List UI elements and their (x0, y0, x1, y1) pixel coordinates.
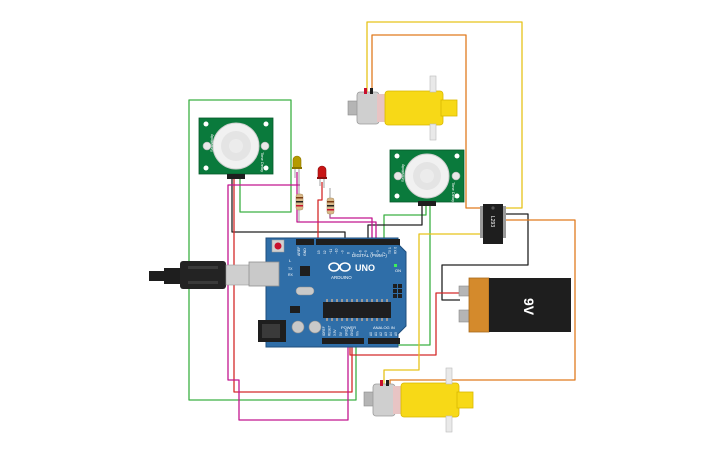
rx-label: RX (288, 273, 294, 277)
analog-header[interactable] (368, 338, 400, 344)
crystal (295, 286, 315, 296)
pin-label: 8 (347, 252, 351, 254)
wire-black-left-pir[interactable] (231, 178, 346, 240)
pin-label: 2 (382, 252, 386, 254)
pin-label: 13 (317, 250, 321, 254)
pin-label: GND (344, 328, 348, 336)
wire-black-right-pir[interactable] (367, 205, 423, 240)
digital-label: DIGITAL (PWM~) (352, 253, 387, 258)
led-red[interactable] (317, 165, 327, 188)
pin-label: A3 (384, 332, 388, 336)
gnd-label: GND (303, 248, 307, 256)
pin-label: IOREF (322, 326, 326, 336)
wire-red-battery[interactable] (349, 292, 460, 356)
analog-label: ANALOG IN (373, 325, 395, 330)
pin-label: Vin (356, 331, 360, 336)
motor-driver-chip[interactable]: L293 (480, 204, 506, 244)
pin-label: 7 (352, 252, 356, 254)
pin-label: A2 (379, 332, 383, 336)
aref-header[interactable] (296, 239, 314, 245)
pin-label: 5V (339, 331, 343, 336)
resistor-left[interactable] (295, 176, 304, 222)
tx-label: TX (288, 267, 293, 271)
pin-label: ~9 (341, 250, 345, 254)
pin-label: GND (350, 328, 354, 336)
power-label: POWER (341, 325, 356, 330)
capacitor-1 (291, 320, 305, 334)
l-led-label: L (289, 258, 292, 263)
pin-label: ~5 (364, 250, 368, 254)
time-delay-knob-left[interactable] (260, 141, 270, 151)
pir-left-sensitivity-label: Sensitivity (209, 134, 214, 152)
wire-green-right-pir[interactable] (383, 205, 427, 238)
wire-red-led[interactable] (317, 182, 323, 240)
battery-label: 9V (521, 298, 537, 316)
wire-yellow-motor-top[interactable] (366, 21, 523, 209)
wire-magenta-led-red[interactable] (329, 210, 373, 240)
resistor-right[interactable] (326, 188, 335, 218)
digital-header[interactable] (316, 239, 400, 245)
arduino-logo-icon (328, 262, 351, 272)
gear-motor-top[interactable] (347, 75, 458, 141)
usb-cable[interactable] (149, 261, 251, 289)
wire-green-left-pir[interactable] (188, 99, 357, 401)
pir-sensor-left[interactable]: Sensitivity Time Delay (198, 117, 274, 179)
gear-motor-bottom[interactable] (363, 367, 474, 433)
pin-label: ~10 (335, 248, 339, 254)
pin-label: 12 (323, 250, 327, 254)
wire-orange-motor-top[interactable] (371, 34, 482, 209)
pin-label: 4 (370, 252, 374, 254)
pin-label: A4 (389, 332, 393, 336)
aref-label: AREF (297, 247, 301, 256)
pin-label: RESET (328, 325, 332, 336)
pir-right-sensitivity-label: Sensitivity (400, 164, 405, 182)
wire-black-chip-battery[interactable] (441, 213, 529, 301)
wire-magenta-bottom[interactable] (227, 184, 349, 421)
pin-label: RX 0 (394, 247, 398, 254)
battery-9v[interactable]: 9V (458, 277, 571, 333)
usb-chip (300, 266, 310, 276)
pin-label: A5 (394, 332, 398, 336)
on-label: ON (395, 268, 401, 273)
pir-sensor-right[interactable]: Sensitivity Time Delay (389, 149, 465, 206)
pin-label: A1 (374, 332, 378, 336)
wire-magenta-led-yellow[interactable] (296, 172, 377, 240)
pin-label: 3.3V (333, 329, 337, 336)
pin-label: ~11 (329, 249, 333, 254)
power-header[interactable] (322, 338, 364, 344)
pin-label: A0 (369, 332, 373, 336)
driver-chip-label: L293 (489, 216, 495, 227)
arduino-brand: ARDUINO (331, 275, 352, 280)
arduino-model: UNO (355, 263, 375, 273)
pir-right-delay-label: Time Delay (451, 182, 456, 202)
wire-yellow-motor-bottom[interactable] (383, 233, 482, 392)
pir-left-delay-label: Time Delay (260, 152, 265, 172)
pin-label: ~6 (358, 250, 362, 254)
capacitor-2 (308, 320, 322, 334)
sensitivity-knob-left[interactable] (202, 141, 212, 151)
voltage-regulator (290, 306, 300, 313)
icsp-header (393, 284, 402, 298)
wires (188, 21, 576, 421)
atmega-chip (323, 302, 391, 318)
led-yellow[interactable] (292, 155, 302, 178)
time-delay-knob-right[interactable] (451, 171, 461, 181)
pin-label: TX 1 (388, 247, 392, 254)
sensitivity-knob-right[interactable] (393, 171, 403, 181)
usb-port[interactable] (248, 261, 280, 287)
pin-label: ~3 (376, 250, 380, 254)
